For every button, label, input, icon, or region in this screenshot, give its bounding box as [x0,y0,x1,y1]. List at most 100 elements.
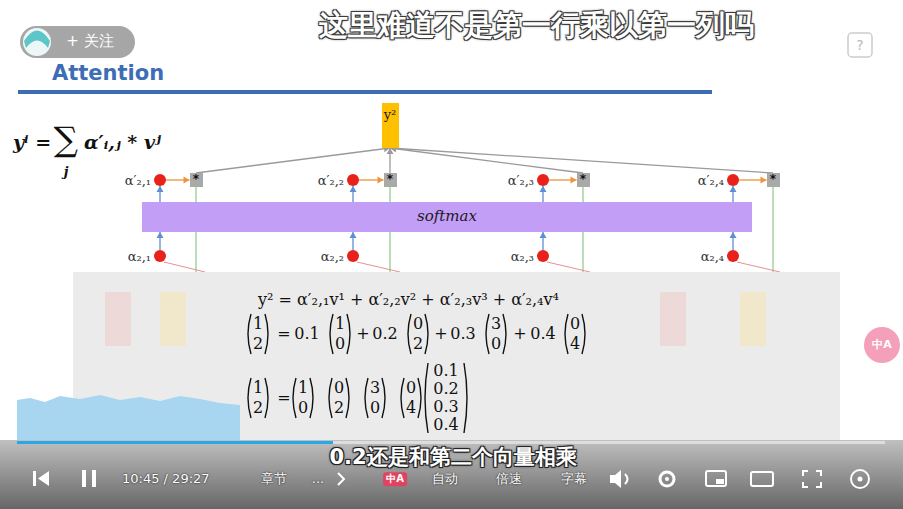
bracket [248,378,251,418]
pause-icon [92,470,96,487]
connector [739,177,767,184]
chapter-title: ... [312,472,324,487]
weight-label: α′₂,₂ [318,174,344,189]
dot-circle [727,250,739,262]
subtitle: 0.2还是和第二个向量相乘 [329,445,576,469]
bracket [347,314,350,354]
dot-circle [154,174,166,186]
caption-badge: 中A [383,472,407,486]
score-dot: α₂,₂ [347,250,359,262]
auto-button: 自动 [432,472,458,487]
connector [540,186,547,202]
dot-shape [154,174,166,186]
dot-shape [537,174,549,186]
subtitle: 这里难道不是第一行乘以第一列吗 [319,9,754,42]
bracket [329,378,332,418]
equation-line: y² = α′₂,₁v¹ + α′₂,₂v² + α′₂,₃v³ + α′₂,₄… [258,291,559,309]
matrix-entry: 0 [570,315,580,333]
matrix-entry: 0.4 [433,416,458,434]
connector-line [159,232,160,250]
connector-line [390,148,583,173]
bracket [265,378,268,418]
operator-label: * [193,173,199,187]
dot-shape [154,250,166,262]
connector-line [390,148,773,173]
bracket [382,378,385,418]
chapter-label: 章节 [261,472,287,487]
matrix-entry: + [513,325,526,343]
score-line [547,262,590,272]
slide-title: Attention [52,61,164,85]
bracket [346,378,349,418]
connector [730,232,737,250]
matrix-entry: 2 [413,335,423,353]
sum-index: j [64,165,69,180]
matrix-entry: 0 [335,335,345,353]
player-shade [0,440,903,509]
audio-waveform [17,395,240,440]
follow-button: + 关注 [66,33,113,50]
matrix-entry: 0.4 [530,325,555,343]
matrix-entry: 1 [253,379,263,397]
matrix-entry: = [277,325,290,343]
matrix-entry: 2 [253,335,263,353]
fullscreen-icon [803,471,821,487]
connector [350,232,357,250]
theater-icon [751,472,773,486]
connector [196,145,390,173]
matrix-entry: + [434,325,447,343]
dot-shape [347,174,359,186]
value-line [772,187,773,272]
multiply-box: * [190,173,203,187]
softmax-band: softmax [142,202,752,232]
settings-icon [660,472,674,486]
connector-line [352,232,353,250]
output-box: y² [382,103,399,148]
connector [730,186,737,202]
subtitle-button: 字幕 [561,472,587,487]
bracket [365,378,368,418]
arrowhead [157,186,164,192]
multiply-box: * [767,173,780,187]
help-icon [848,33,872,57]
connector-line [359,179,384,180]
connector [166,177,190,184]
connector-line [196,148,390,173]
bracket [425,363,428,433]
volume-icon [610,470,621,488]
weight-label: α₂,₂ [321,250,344,265]
progress-fill [17,441,333,444]
weight-label: α′₂,₃ [508,174,534,189]
faded-box [160,292,186,346]
connector-line [732,186,733,202]
title-rule [18,90,712,94]
bracket [418,378,421,418]
bracket [401,378,404,418]
translate-label: 中A [872,339,892,352]
connector [350,186,357,202]
operator-label: * [770,173,776,187]
translate-button [864,327,900,363]
matrix-entry: 0.3 [433,398,458,416]
arrowhead [157,232,164,238]
matrix-entry: 0 [406,379,416,397]
matrix-entry: 4 [406,399,416,417]
matrix-entry: 2 [334,399,344,417]
matrix-brackets [248,314,585,433]
matrix-entry: 0.1 [433,362,458,380]
dot-circle [537,250,549,262]
bracket [425,314,428,354]
formula-part: α′ᵢ,ⱼ * vʲ [84,132,161,154]
matrix-entry: + [356,325,369,343]
score-line [737,262,780,272]
avatar-hair [24,31,50,49]
faded-box [660,292,686,346]
faded-box [105,292,131,346]
weight-label: α′₂,₄ [698,174,724,189]
connector-line [389,148,390,173]
multiply-box: * [577,173,590,187]
matrix-entry: = [277,389,290,407]
connector [540,232,547,250]
matrix-entry: 0 [334,379,344,397]
